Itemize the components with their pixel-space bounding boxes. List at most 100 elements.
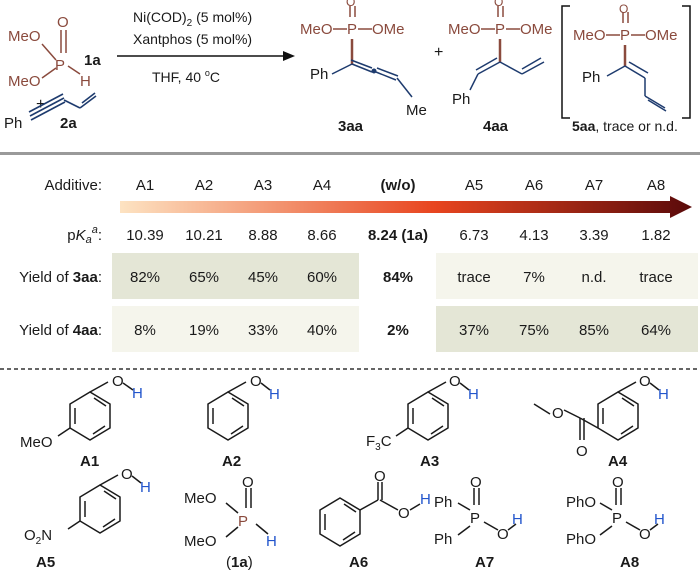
a8-label: A8: [620, 554, 639, 571]
table-cell-yield3-4: 60%: [307, 269, 337, 286]
a1-hydrogen: H: [132, 385, 143, 402]
3aa-meo: MeO: [300, 21, 333, 38]
a5-oxygen: O: [121, 466, 133, 483]
4aa-meo: MeO: [448, 21, 481, 38]
a8-oxo-oxygen: O: [612, 474, 624, 491]
product-3aa: MeO P OMe O Ph Me 3aa: [300, 0, 427, 135]
condition-catalyst: Ni(COD)2 (5 mol%): [133, 9, 252, 29]
table-cell-header-4: A4: [313, 177, 331, 194]
5aa-phosphorus: P: [620, 27, 630, 44]
table-cell-header-7: A6: [525, 177, 543, 194]
table-cell-yield3-2: 65%: [189, 269, 219, 286]
a4-hydrogen: H: [658, 386, 669, 403]
4aa-label: 4aa: [483, 118, 509, 135]
table-cell-yield4-6: 37%: [459, 322, 489, 339]
3aa-ome: OMe: [372, 21, 405, 38]
table-cell-pka-6: 6.73: [459, 227, 488, 244]
structure-a4: [533, 381, 639, 441]
table-columns: A110.3982%8%A210.2165%19%A38.8845%33%A48…: [126, 177, 672, 339]
cell-block-y3-left: [112, 253, 359, 299]
additive-row-label: Additive:: [44, 177, 102, 194]
additive-table: Additive: pKaa: Yield of 3aa: Yield of 4…: [19, 177, 698, 352]
a7-oxo-oxygen: O: [470, 474, 482, 491]
additive-structures: O H MeO A1 O H A2 O H F3C A3: [20, 373, 669, 571]
table-cell-yield4-1: 8%: [134, 322, 156, 339]
table-cell-pka-3: 8.88: [248, 227, 277, 244]
1a-add-hydrogen: H: [266, 533, 277, 550]
table-cell-header-9: A8: [647, 177, 665, 194]
table-cell-header-2: A2: [195, 177, 213, 194]
table-cell-pka-5: 8.24 (1a): [368, 227, 428, 244]
a2-label: A2: [222, 453, 241, 470]
a6-hydrogen: H: [420, 491, 431, 508]
a7-hydrogen: H: [512, 511, 523, 528]
table-cell-pka-8: 3.39: [579, 227, 608, 244]
structure-a3: [395, 381, 449, 441]
a8-hydrogen: H: [654, 511, 665, 528]
product-4aa: MeO P OMe O Ph 4aa: [448, 0, 553, 135]
table-cell-yield4-5: 2%: [387, 322, 409, 339]
table-cell-pka-2: 10.21: [185, 227, 223, 244]
table-cell-header-1: A1: [136, 177, 154, 194]
3aa-phenyl: Ph: [310, 66, 328, 83]
4aa-ome: OMe: [520, 21, 553, 38]
a3-label: A3: [420, 453, 439, 470]
table-cell-pka-9: 1.82: [641, 227, 670, 244]
table-cell-pka-1: 10.39: [126, 227, 164, 244]
a3-trifluoromethyl: F3C: [366, 433, 392, 453]
table-cell-yield3-1: 82%: [130, 269, 160, 286]
1a-label: 1a: [84, 52, 101, 69]
1a-oxygen: O: [57, 14, 69, 31]
structure-a6: [319, 482, 421, 547]
5aa-oxygen: O: [619, 2, 628, 16]
structure-1a: [225, 488, 269, 538]
condition-ligand: Xantphos (5 mol%): [133, 31, 252, 47]
a5-label: A5: [36, 554, 55, 571]
a8-phosphorus: P: [612, 510, 622, 527]
a6-label: A6: [349, 554, 368, 571]
a6-carbonyl-oxygen: O: [374, 468, 386, 485]
cell-block-y4-left: [112, 306, 359, 352]
a4-ester-oxygen: O: [552, 405, 564, 422]
table-cell-header-8: A7: [585, 177, 603, 194]
3aa-methyl: Me: [406, 102, 427, 119]
1a-meo-top: MeO: [8, 28, 41, 45]
2a-label: 2a: [60, 115, 77, 132]
1a-add-meo-top: MeO: [184, 490, 217, 507]
table-cell-yield3-8: n.d.: [581, 269, 606, 286]
condition-solvent-temp: THF, 40 oC: [152, 68, 220, 85]
table-cell-yield3-6: trace: [457, 269, 490, 286]
table-cell-yield3-9: trace: [639, 269, 672, 286]
1a-phosphorus: P: [55, 57, 65, 74]
pka-gradient-arrow: [120, 196, 692, 218]
pka-row-label: pKaa:: [67, 224, 102, 246]
a7-phosphorus: P: [470, 510, 480, 527]
a5-nitro: O2N: [24, 527, 52, 547]
table-cell-yield3-7: 7%: [523, 269, 545, 286]
1a-add-phosphorus: P: [238, 513, 248, 530]
reagent-1a: MeO MeO P O H 1a: [8, 14, 101, 90]
a8-phenoxy-bottom: PhO: [566, 531, 596, 548]
table-cell-yield4-4: 40%: [307, 322, 337, 339]
a8-phenoxy-top: PhO: [566, 494, 596, 511]
structure-a2: [207, 381, 249, 441]
table-cell-yield4-9: 64%: [641, 322, 671, 339]
plus-sign-right: +: [434, 44, 443, 61]
table-cell-yield3-5: 84%: [383, 269, 413, 286]
5aa-meo: MeO: [573, 27, 606, 44]
a7-phenyl-top: Ph: [434, 494, 452, 511]
table-cell-yield4-7: 75%: [519, 322, 549, 339]
1a-add-meo-bottom: MeO: [184, 533, 217, 550]
table-cell-pka-4: 8.66: [307, 227, 336, 244]
a8-hydroxyl-oxygen: O: [639, 526, 651, 543]
structure-a8: [599, 488, 659, 536]
4aa-phosphorus: P: [495, 21, 505, 38]
yield3-row-label: Yield of 3aa:: [19, 269, 102, 286]
table-cell-header-3: A3: [254, 177, 272, 194]
section-divider-solid: [0, 152, 700, 155]
a7-label: A7: [475, 554, 494, 571]
cell-block-y3-right: [436, 253, 698, 299]
a3-oxygen: O: [449, 373, 461, 390]
a1-label: A1: [80, 453, 99, 470]
